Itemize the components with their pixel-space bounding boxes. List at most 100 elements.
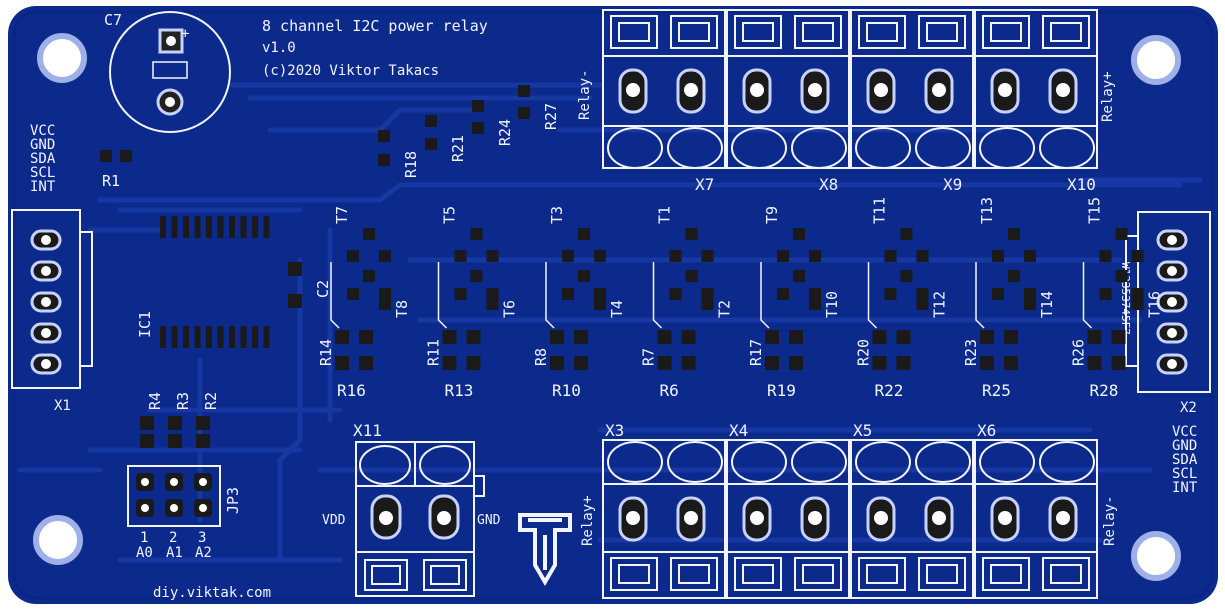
capacitor-c2: C2 — [288, 262, 332, 308]
terminal-label: X6 — [977, 421, 996, 440]
terminal-block: X4 — [726, 421, 850, 599]
terminal-x11-vdd: VDD — [322, 513, 346, 528]
relay-label-bottom-right: Relay- — [1102, 495, 1118, 546]
mounting-hole — [1131, 35, 1181, 85]
resistor-label: R13 — [445, 381, 474, 400]
jumper-num-1: 1 — [140, 530, 148, 546]
terminal-block: X5 — [850, 421, 974, 599]
relay-channels: T7T8R14R16T5T6R11R13T3T4R8R10T1T2R7R6T9T… — [317, 197, 1164, 400]
capacitor-label: C7 — [104, 11, 122, 29]
relay-label-top-left: Relay- — [577, 69, 593, 120]
header-x1-pin-gnd: GND — [30, 137, 55, 153]
jumper-num-2: 2 — [169, 530, 177, 546]
header-x2-pin-sda: SDA — [1172, 452, 1198, 468]
header-x1-pin-sda: SDA — [30, 151, 56, 167]
terminal-block: X3 — [602, 421, 726, 599]
jumper-addr-a1: A1 — [166, 545, 183, 561]
resistor-label: R19 — [767, 381, 796, 400]
header-x1-pin — [30, 260, 62, 282]
transistor-label: T7 — [333, 206, 351, 224]
header-x1-pin-vcc: VCC — [30, 123, 55, 139]
transistor-label: T12 — [931, 291, 949, 318]
terminal-label: X8 — [819, 175, 838, 194]
resistor-label: R20 — [855, 339, 873, 366]
transistor-label: T11 — [871, 197, 889, 224]
mounting-hole — [37, 33, 87, 83]
header-x2-pin-int: INT — [1172, 480, 1198, 496]
terminal-label: X7 — [695, 175, 714, 194]
terminal-x11-label: X11 — [353, 421, 382, 440]
board-website: diy.viktak.com — [153, 585, 271, 601]
ic1-pin — [240, 326, 247, 348]
header-x1-pin-int: INT — [30, 179, 56, 195]
ic1-pin — [160, 326, 166, 348]
header-x1-pin — [30, 353, 62, 375]
resistor-r18-label: R18 — [402, 151, 420, 178]
resistor-label: R14 — [317, 339, 335, 366]
header-x1-pin — [30, 322, 62, 344]
board-title: 8 channel I2C power relay — [262, 17, 488, 35]
ic1-pin — [171, 216, 178, 238]
jumper-num-3: 3 — [198, 530, 206, 546]
jumper-pin — [136, 473, 154, 491]
jumper-pin — [136, 499, 154, 517]
ic1-pin — [229, 216, 235, 238]
jumper-pin — [165, 499, 183, 517]
transistor-label: T1 — [656, 206, 674, 224]
header-x2: X2 W13353745F7 VCC GND SDA SCL INT — [1119, 211, 1211, 496]
ic1-pin — [171, 326, 178, 348]
transistor-label: T13 — [978, 197, 996, 224]
relay-label-bottom-left: Relay+ — [580, 495, 596, 546]
ic1-label: IC1 — [136, 311, 154, 338]
resistor-r1-label: R1 — [102, 172, 120, 190]
copper-traces — [17, 82, 1203, 563]
resistor-label: R6 — [660, 381, 679, 400]
transistor-label: T16 — [1146, 291, 1164, 318]
mounting-hole — [1131, 531, 1181, 581]
jumper-addr-a2: A2 — [195, 545, 212, 561]
mounting-hole — [33, 515, 83, 565]
header-x2-pin-gnd: GND — [1172, 438, 1197, 454]
ic1-pin — [194, 216, 201, 238]
resistor-r24-label: R24 — [496, 119, 514, 146]
header-x2-pin — [1156, 322, 1188, 344]
board-version: v1.0 — [262, 40, 296, 56]
terminal-block: X8 — [726, 9, 850, 194]
mounting-holes — [33, 33, 1181, 581]
ic1-pin — [252, 326, 258, 348]
jumper-pin — [165, 473, 183, 491]
ic1-pin — [183, 326, 189, 348]
terminal-label: X4 — [729, 421, 748, 440]
board-copyright: (c)2020 Viktor Takacs — [262, 63, 439, 79]
header-x2-pin-vcc: VCC — [1172, 424, 1197, 440]
transistor-label: T6 — [501, 300, 519, 318]
transistor-label: T14 — [1038, 291, 1056, 318]
ic1-pin — [229, 326, 235, 348]
jumper-pin — [194, 499, 212, 517]
transistor-label: T10 — [823, 291, 841, 318]
ic1: IC1 — [136, 216, 270, 348]
ic1-pin — [240, 216, 247, 238]
terminal-block: X7 — [602, 9, 726, 194]
ic1-pin — [206, 216, 212, 238]
resistor-label: R16 — [337, 381, 366, 400]
ic1-pin — [217, 326, 224, 348]
resistor-label: R28 — [1090, 381, 1119, 400]
jumper-jp3: JP3 1 2 3 A0 A1 A2 R4 R3 R2 — [127, 392, 242, 561]
transistor-label: T15 — [1086, 197, 1104, 224]
header-x2-pin — [1156, 260, 1188, 282]
header-x2-label: X2 — [1180, 400, 1197, 416]
jumper-label: JP3 — [224, 487, 242, 514]
ic1-pin — [206, 326, 212, 348]
ic1-pin — [263, 216, 270, 238]
header-x2-pin — [1156, 229, 1188, 251]
transistor-label: T3 — [548, 206, 566, 224]
